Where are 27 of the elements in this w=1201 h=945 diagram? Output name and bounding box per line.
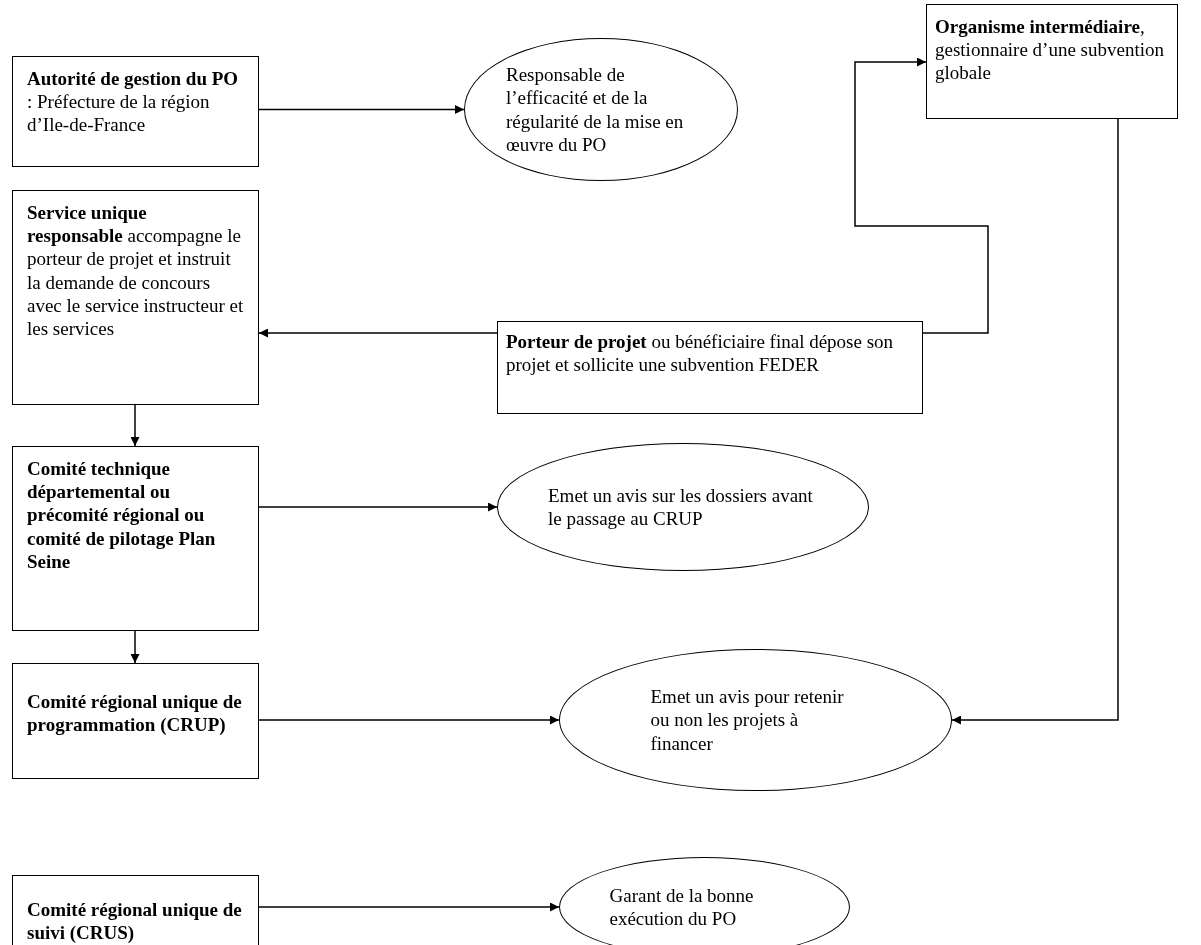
node-text: Garant de la bonne exécution du PO: [609, 883, 755, 931]
node-text: Responsable de l’efficacité et de la régularité de la mise en œuvre du PO: [506, 63, 685, 156]
node-text: Service unique responsable accompagne le porteur de projet et instruit la demande de concours avec le service instructeur et les services: [27, 201, 244, 341]
node-text: Porteur de projet ou bénéficiaire final dépose son projet et sollicite une subvention FEDER: [506, 330, 895, 377]
node-text: Autorité de gestion du PO : Préfecture de la région d’Ile-de-France: [27, 67, 240, 137]
node-text: Emet un avis sur les dossiers avant le passage au CRUP: [548, 483, 814, 531]
node-text: Comité régional unique de suivi (CRUS): [27, 898, 243, 945]
arrow: [258, 715, 560, 725]
arrow: [258, 502, 498, 512]
arrow: [258, 902, 560, 912]
process-box: [926, 4, 1178, 119]
arrow: [258, 105, 465, 114]
process-box: [12, 663, 259, 779]
arrow: [854, 57, 989, 334]
arrow: [951, 118, 1119, 725]
process-box: [12, 446, 259, 631]
process-box: [12, 190, 259, 405]
node-text: Comité régional unique de programmation (CRUP): [27, 690, 243, 737]
node-text: Comité technique départemental ou précomité régional ou comité de pilotage Plan Seine: [27, 457, 217, 573]
arrow: [130, 630, 140, 664]
arrow: [258, 328, 498, 338]
process-box: [497, 321, 923, 414]
process-box: [12, 56, 259, 167]
node-text: Emet un avis pour retenir ou non les projets à financer: [650, 685, 845, 755]
node-text: Organisme intermédiaire, gestionnaire d’une subvention globale: [935, 15, 1165, 85]
process-box: [12, 875, 259, 945]
arrow: [130, 404, 140, 447]
